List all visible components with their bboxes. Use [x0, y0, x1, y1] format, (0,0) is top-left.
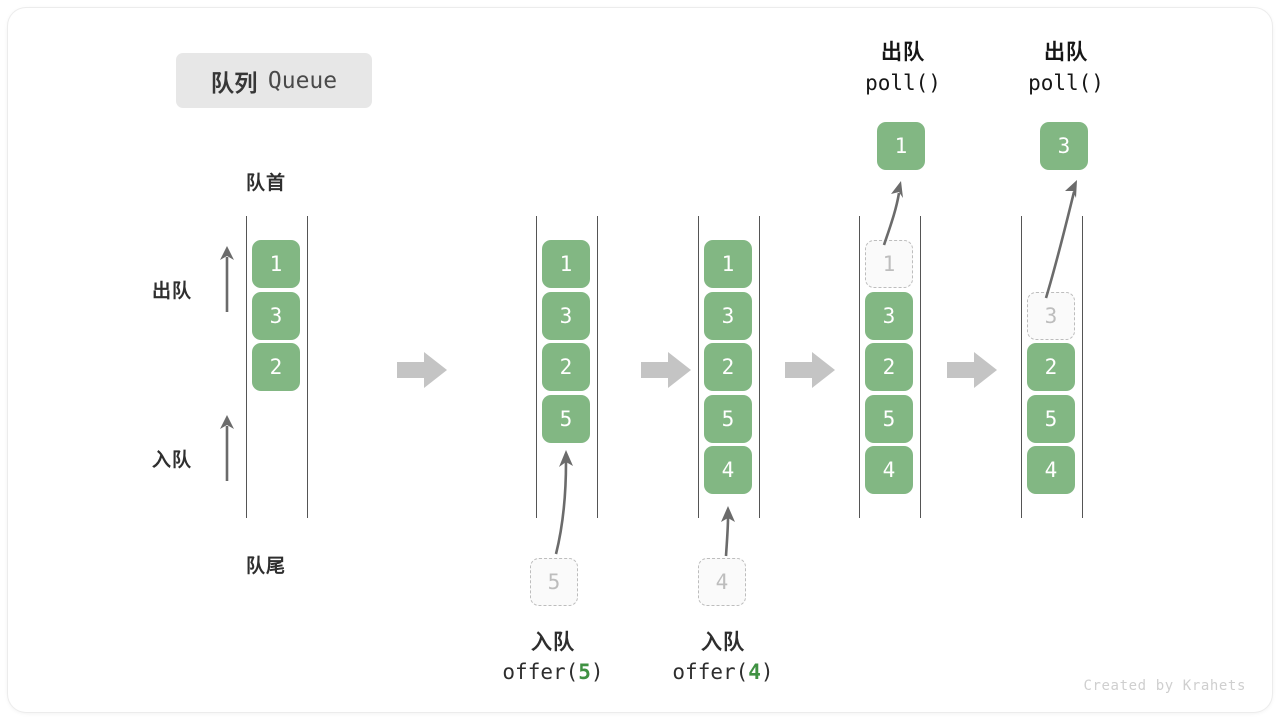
title-english: Queue: [267, 67, 338, 94]
queue-cell: 1: [542, 240, 590, 288]
offer-5-arg: 5: [578, 659, 591, 684]
title-chinese: 队列: [210, 69, 258, 96]
queue-cell: 5: [1027, 394, 1075, 443]
rail-left-stage-1: [246, 216, 247, 518]
enqueue-arrow-icon-4: [721, 506, 735, 557]
caption-poll-1: 出队 poll(): [808, 38, 998, 99]
rail-left-stage-4: [859, 216, 860, 518]
caption-poll-3-fn: poll(): [1028, 71, 1104, 96]
diagram-title-badge: 队列 Queue: [176, 53, 372, 108]
queue-cell: 4: [1027, 446, 1075, 494]
rail-right-stage-1: [307, 216, 308, 518]
caption-offer-4: 入队 offer(4): [633, 628, 813, 688]
offer-4-fnname: offer(: [672, 659, 749, 684]
rail-right-stage-3: [759, 216, 760, 518]
offer-4-arg: 4: [748, 659, 761, 684]
transition-arrow-icon-1: [397, 352, 447, 388]
transition-arrow-icon-4: [947, 352, 997, 388]
queue-cell: 3: [252, 291, 300, 340]
queue-cell-ghost: 1: [865, 240, 913, 288]
caption-offer-5-cn: 入队: [531, 631, 575, 654]
queue-cell: 2: [542, 343, 590, 391]
queue-cell: 4: [704, 446, 752, 494]
queue-cell: 5: [704, 394, 752, 443]
queue-cell: 5: [865, 394, 913, 443]
caption-offer-5: 入队 offer(5): [463, 628, 643, 688]
queue-cell: 3: [865, 291, 913, 340]
dequeued-cell-1: 1: [877, 122, 925, 170]
transition-arrow-icon-3: [785, 352, 835, 388]
watermark-credit: Created by Krahets: [1083, 678, 1246, 694]
caption-poll-3: 出队 poll(): [971, 38, 1161, 99]
queue-cell: 5: [542, 394, 590, 443]
label-queue-front: 队首: [246, 173, 287, 194]
caption-poll-1-fn: poll(): [865, 71, 941, 96]
queue-cell-ghost: 3: [1027, 291, 1075, 340]
queue-cell: 2: [704, 343, 752, 391]
rail-right-stage-2: [597, 216, 598, 518]
rail-right-stage-4: [920, 216, 921, 518]
caption-offer-5-fn: offer(5): [463, 658, 643, 688]
dequeue-direction-arrow-icon: [220, 246, 234, 312]
queue-cell: 1: [252, 240, 300, 288]
transition-arrow-icon-2: [641, 352, 691, 388]
dequeue-arrow-icon-3: [1044, 180, 1077, 299]
offer-5-fnname: offer(: [502, 659, 579, 684]
dequeued-cell-3: 3: [1040, 122, 1088, 170]
caption-offer-4-fn: offer(4): [633, 658, 813, 688]
offer-5-close: ): [590, 659, 604, 684]
enqueue-direction-arrow-icon: [220, 415, 234, 481]
label-dequeue: 出队: [152, 281, 193, 302]
queue-cell: 2: [1027, 343, 1075, 391]
label-queue-rear: 队尾: [246, 556, 287, 577]
rail-right-stage-5: [1082, 216, 1083, 518]
queue-cell: 2: [252, 343, 300, 391]
rail-left-stage-2: [536, 216, 537, 518]
caption-offer-4-cn: 入队: [701, 631, 745, 654]
queue-cell: 4: [865, 446, 913, 494]
queue-cell: 3: [542, 291, 590, 340]
ghost-cell-offer-5: 5: [530, 558, 578, 606]
queue-cell: 3: [704, 291, 752, 340]
caption-poll-3-cn: 出队: [1044, 41, 1088, 64]
rail-left-stage-3: [698, 216, 699, 518]
dequeue-arrow-icon-1: [882, 181, 903, 246]
enqueue-arrow-icon-5: [554, 450, 573, 555]
caption-poll-1-cn: 出队: [881, 41, 925, 64]
queue-cell: 1: [704, 240, 752, 288]
offer-4-close: ): [760, 659, 774, 684]
rail-left-stage-5: [1021, 216, 1022, 518]
ghost-cell-offer-4: 4: [698, 558, 746, 606]
label-enqueue: 入队: [152, 450, 193, 471]
queue-cell: 2: [865, 343, 913, 391]
